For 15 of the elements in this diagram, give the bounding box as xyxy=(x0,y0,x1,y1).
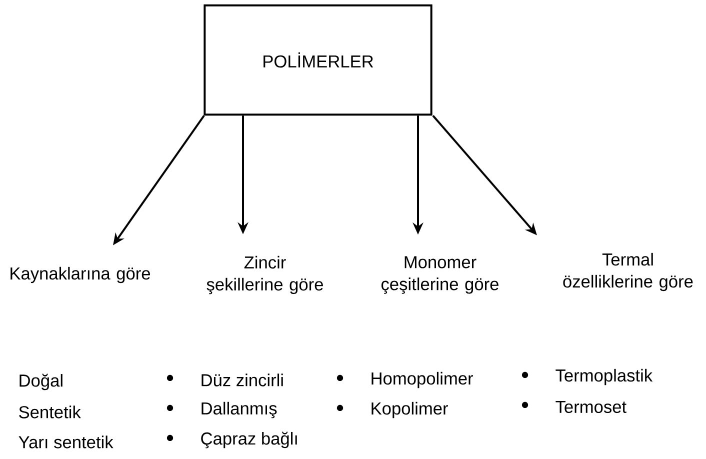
category-label: Monomer çeşitlerine göre xyxy=(381,256,498,294)
list-item: Sentetik xyxy=(19,406,81,418)
list-item: Dallanmış xyxy=(202,402,277,418)
list-item: Termoset xyxy=(556,400,626,414)
category-label: Termal özelliklerine göre xyxy=(563,252,693,292)
list-item: Düz zincirli xyxy=(202,374,283,386)
list-item: Termoplastik xyxy=(556,368,653,386)
list-item: Kopolimer xyxy=(372,402,448,418)
list-item: Homopolimer xyxy=(372,372,474,388)
list-item: Yarı sentetik xyxy=(18,436,114,448)
list-item: Doğal xyxy=(20,374,62,390)
category-label: Zincir şekillerine göre xyxy=(206,256,323,294)
category-label: Kaynaklarına göre xyxy=(10,266,150,284)
title-box: POLİMERLER xyxy=(204,4,432,116)
list-item: Çapraz bağlı xyxy=(201,432,297,448)
